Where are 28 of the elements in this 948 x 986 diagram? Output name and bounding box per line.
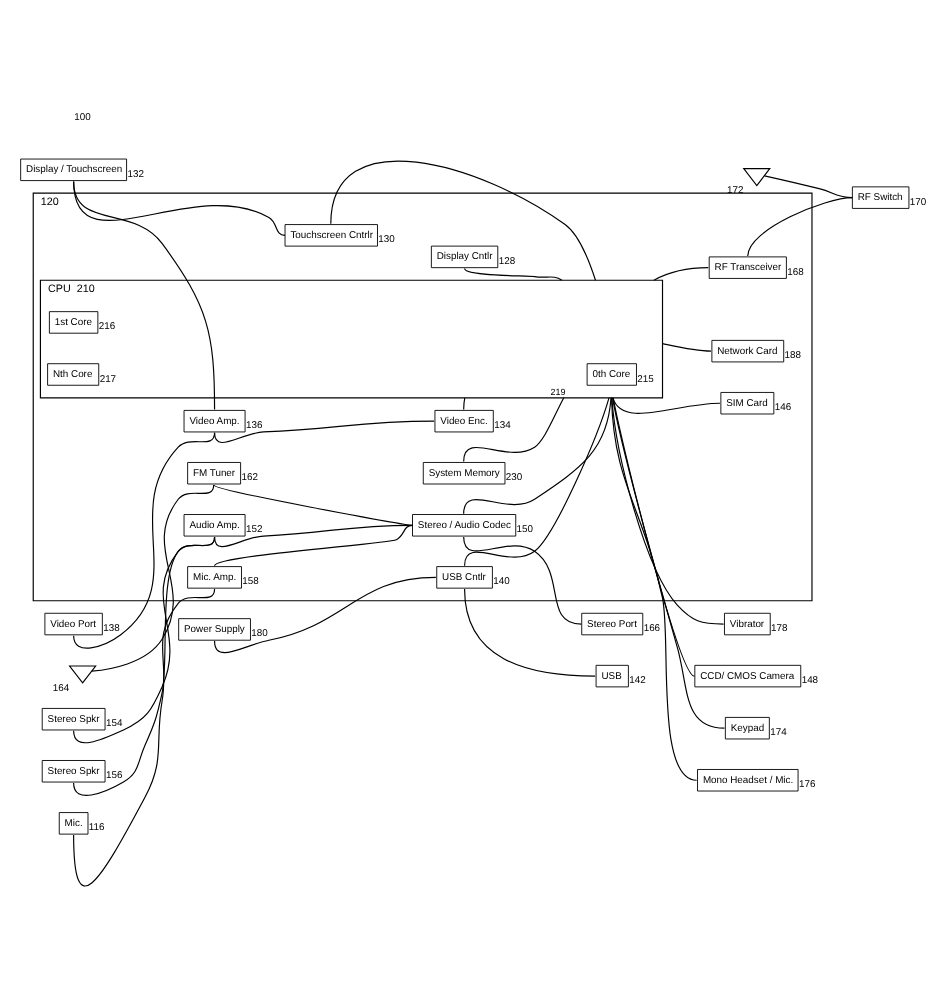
- connector: [214, 523, 414, 547]
- connector: [463, 396, 466, 410]
- connector: [213, 483, 414, 525]
- connector: [612, 396, 721, 413]
- connector: [611, 396, 725, 624]
- node-triangle: [742, 167, 771, 186]
- connector: [464, 587, 596, 676]
- connector: [73, 535, 216, 795]
- connector: [653, 266, 709, 280]
- connector: [464, 396, 610, 566]
- connector: [661, 342, 712, 351]
- connector: [73, 587, 216, 886]
- connector: [214, 419, 435, 443]
- connector: [463, 396, 612, 514]
- connector: [463, 535, 582, 624]
- connector: [763, 174, 853, 198]
- connector: [73, 431, 216, 648]
- connector: [73, 179, 216, 410]
- connector: [463, 396, 565, 462]
- node-triangle: [68, 664, 97, 683]
- connector: [610, 396, 698, 780]
- connector: [330, 159, 597, 280]
- connector: [214, 523, 414, 566]
- connector: [747, 196, 853, 256]
- connector: [91, 483, 215, 671]
- connector: [612, 396, 726, 728]
- connector: [612, 396, 695, 676]
- cluster: [32, 191, 813, 601]
